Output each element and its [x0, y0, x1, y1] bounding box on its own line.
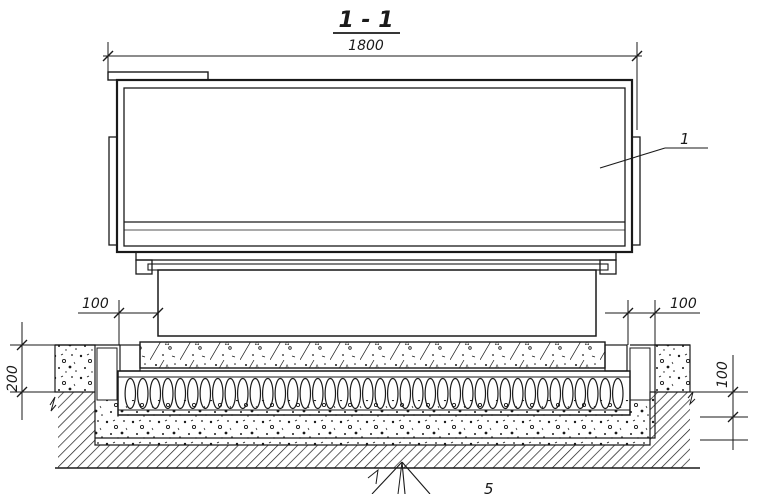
- left-depth-label: 200: [5, 365, 21, 392]
- insulation-coil: [162, 377, 174, 410]
- insulation-coil: [336, 377, 349, 410]
- insulation-coil: [361, 377, 374, 410]
- insulation-coil: [349, 377, 362, 410]
- insulation-coil: [524, 377, 537, 410]
- left-depth-dimension: 200: [5, 322, 55, 420]
- insulation-coil: [461, 377, 474, 410]
- insulation-coil: [411, 377, 424, 410]
- right-depth-dimension: 100: [690, 355, 748, 450]
- callout-1-label: 1: [680, 130, 690, 148]
- support-frame: [135, 251, 617, 337]
- ground-hatch: [49, 391, 700, 469]
- insulation-coil: [399, 377, 412, 410]
- insulation-coil: [124, 377, 137, 410]
- insulation-coils: [124, 377, 624, 410]
- insulation-coil: [224, 377, 237, 410]
- insulation-coil: [249, 377, 262, 410]
- insulation-coil: [374, 377, 387, 410]
- callout-5-label: 5: [484, 480, 494, 494]
- insulation-coil: [174, 377, 187, 410]
- insulation-coil: [299, 377, 312, 410]
- insulation-coil: [237, 377, 249, 410]
- insulation-coil: [286, 377, 299, 410]
- insulation-coil: [149, 377, 162, 410]
- insulation-coil: [549, 377, 562, 410]
- insulation-coil: [599, 377, 612, 410]
- insulation-coil: [574, 377, 587, 410]
- callout-5: 5: [367, 461, 494, 494]
- insulation-coil: [212, 377, 224, 410]
- left-offset-label: 100: [82, 296, 109, 312]
- insulation-coil: [137, 377, 149, 410]
- insulation-coil: [324, 377, 337, 410]
- insulation-coil: [436, 377, 449, 410]
- insulation-coil: [586, 377, 599, 410]
- right-offset-label: 100: [670, 296, 697, 312]
- insulation-coil: [187, 377, 199, 410]
- concrete-slab: [119, 341, 628, 372]
- insulation-coil: [274, 377, 287, 410]
- insulation-coil: [486, 377, 499, 410]
- right-offset-dimension: 100: [605, 296, 700, 345]
- insulation-coil: [311, 377, 324, 410]
- insulation-layer: [117, 370, 631, 416]
- insulation-coil: [386, 377, 399, 410]
- overall-dimension-line: [102, 42, 643, 130]
- insulation-coil: [511, 377, 524, 410]
- insulation-coil: [561, 377, 574, 410]
- insulation-coil: [611, 377, 624, 410]
- container-body: [107, 71, 641, 254]
- insulation-coil: [449, 377, 462, 410]
- insulation-coil: [536, 377, 549, 410]
- callout-1: 1: [599, 130, 708, 169]
- insulation-coil: [424, 377, 437, 410]
- insulation-coil: [499, 377, 512, 410]
- left-offset-dimension: 100: [78, 296, 164, 345]
- insulation-coil: [199, 377, 212, 410]
- right-depth-label: 100: [715, 361, 731, 388]
- insulation-coil: [261, 377, 274, 410]
- section-title: 1 - 1: [338, 8, 393, 33]
- overall-width-label: 1800: [348, 38, 384, 54]
- insulation-coil: [474, 377, 487, 410]
